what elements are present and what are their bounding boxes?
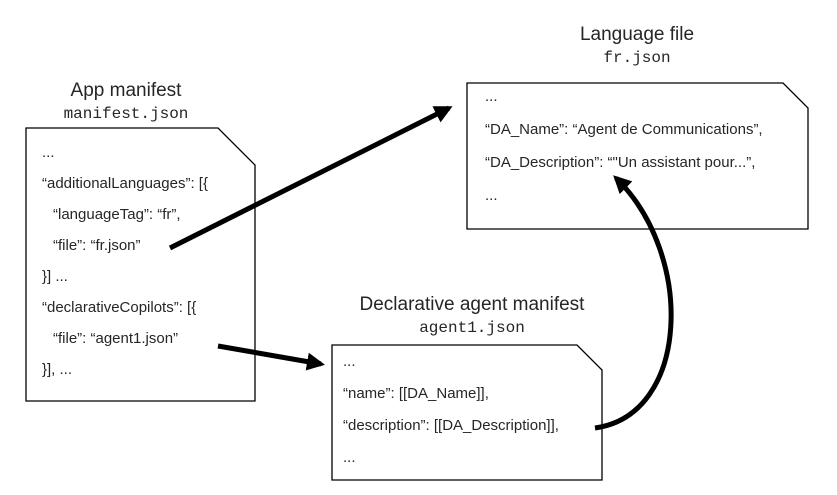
language-file-label: Language file fr.json <box>487 23 787 68</box>
code-line-language-tag: “languageTag”: “fr”, <box>53 206 181 223</box>
app-manifest-document-shape <box>25 127 256 402</box>
code-line-name: “name”: [[DA_Name]], <box>343 385 489 402</box>
code-line-file-frjson: “file”: “fr.json” <box>53 237 141 254</box>
arrow-agentjson-reference <box>217 343 325 371</box>
code-line-close-bracket-comma: }], ... <box>42 361 73 378</box>
agent-manifest-content: ... “name”: [[DA_Name]], “description”: … <box>343 346 559 474</box>
code-line-ellipsis: ... <box>485 187 498 204</box>
language-file-title: Language file <box>579 24 695 45</box>
app-manifest-content: ... “additionalLanguages”: [{ “languageT… <box>42 137 208 385</box>
language-file-document-shape <box>466 82 809 230</box>
code-line-da-description: “DA_Description”: “"Un assistant pour...… <box>485 154 756 171</box>
language-file-content: ... “DA_Name”: “Agent de Communications”… <box>485 80 763 212</box>
agent-manifest-filename: agent1.json <box>419 319 525 337</box>
code-line-da-name: “DA_Name”: “Agent de Communications”, <box>485 121 763 138</box>
language-file-filename: fr.json <box>603 49 671 67</box>
app-manifest-title: App manifest <box>70 80 182 101</box>
code-line-file-agent1json: “file”: “agent1.json” <box>53 330 179 347</box>
arrow-frjson-reference <box>168 105 453 251</box>
code-line-close-bracket: }] ... <box>42 268 68 285</box>
code-line-ellipsis: ... <box>42 144 55 161</box>
code-line-description: “description”: [[DA_Description]], <box>343 417 559 434</box>
agent-manifest-title: Declarative agent manifest <box>359 294 585 315</box>
code-line-declarative-copilots: “declarativeCopilots”: [{ <box>42 299 197 316</box>
app-manifest-filename: manifest.json <box>63 105 189 123</box>
code-line-ellipsis: ... <box>343 353 356 370</box>
agent-manifest-label: Declarative agent manifest agent1.json <box>322 293 622 338</box>
arrow-da-description-lookup <box>594 175 674 431</box>
code-line-ellipsis: ... <box>485 88 498 105</box>
code-line-additional-languages: “additionalLanguages”: [{ <box>42 175 208 192</box>
app-manifest-label: App manifest manifest.json <box>26 79 226 124</box>
code-line-ellipsis: ... <box>343 449 356 466</box>
